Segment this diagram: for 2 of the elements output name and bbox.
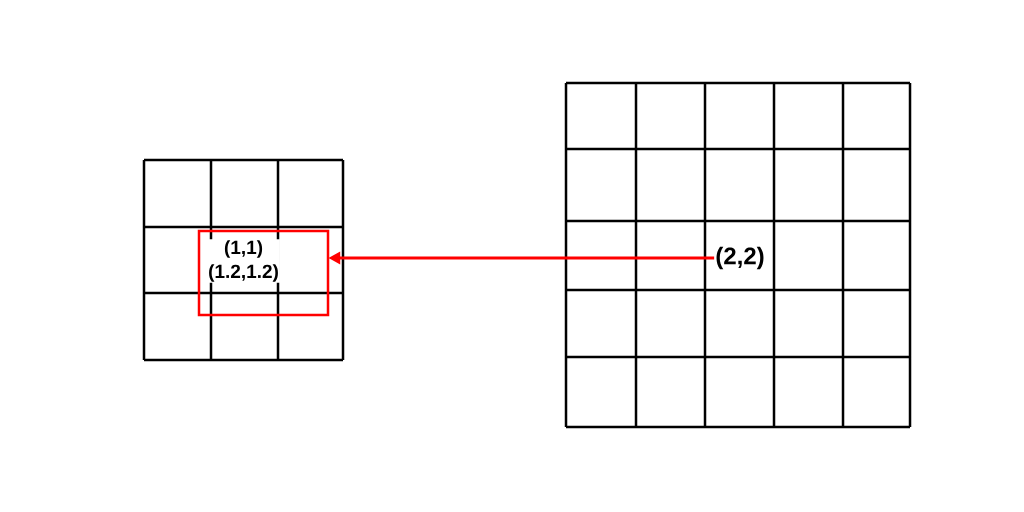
- highlight-box: (1,1) (1.2,1.2): [197, 229, 330, 317]
- coordinate-label: (2,2): [714, 245, 766, 271]
